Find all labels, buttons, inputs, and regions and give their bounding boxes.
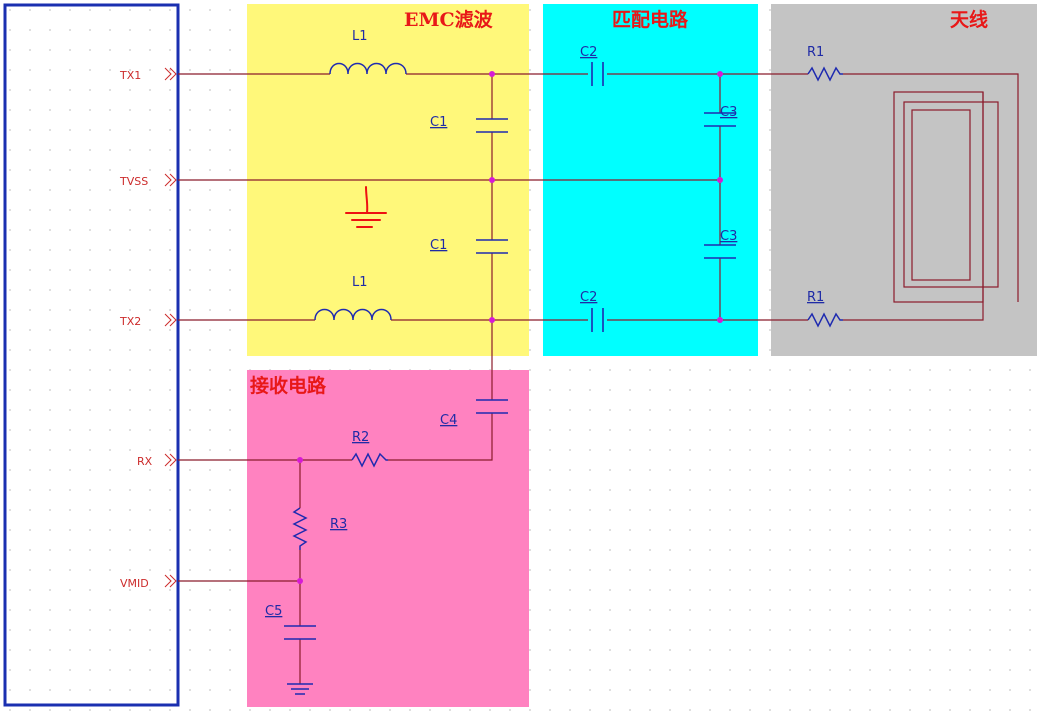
ref-r2: R2	[352, 430, 369, 445]
pin-arrow-tx2	[164, 313, 177, 327]
capacitor-c1-bottom	[476, 239, 508, 254]
inductor-l1-top	[329, 62, 407, 75]
pin-arrow-tvss	[164, 173, 177, 187]
ref-c1-top: C1	[430, 115, 447, 130]
antenna-loop-inner	[911, 109, 971, 281]
zone-title-antenna: 天线	[950, 8, 988, 31]
wire-c1-column	[388, 74, 493, 461]
ref-l1-bottom: L1	[352, 275, 368, 290]
inductor-l1-bottom	[314, 308, 392, 321]
ref-r3: R3	[330, 517, 347, 532]
ref-r1-top: R1	[807, 45, 824, 60]
resistors	[292, 66, 843, 550]
pin-arrow-rx	[164, 453, 177, 467]
antenna-coil	[893, 91, 999, 303]
capacitor-c4	[476, 399, 508, 414]
capacitors	[284, 62, 736, 640]
junction-dot	[489, 317, 495, 323]
resistor-r1-top	[807, 66, 843, 82]
pin-arrows	[164, 67, 177, 588]
pin-arrow-tx1	[164, 67, 177, 81]
junction-dot	[297, 457, 303, 463]
wire-tx1	[178, 73, 1019, 302]
pin-label-vmid: VMID	[120, 577, 149, 590]
capacitor-c1-top	[476, 118, 508, 133]
capacitor-c3-top	[704, 112, 736, 127]
ref-r1-bottom: R1	[807, 290, 824, 305]
ground-symbol	[287, 683, 313, 695]
pin-label-rx: RX	[137, 455, 153, 468]
capacitor-c5	[284, 625, 316, 640]
ref-c2-top: C2	[580, 45, 597, 60]
hand-drawn-ground-mark	[345, 186, 387, 228]
antenna-loop-outer	[893, 91, 984, 303]
zone-title-emc: EMC滤波	[404, 8, 494, 31]
junction-dot	[717, 71, 723, 77]
capacitor-c2-bottom	[591, 308, 604, 332]
resistor-r2	[351, 452, 388, 468]
nfc-chip-outline	[3, 3, 180, 707]
ref-c4: C4	[440, 413, 457, 428]
ref-c5: C5	[265, 604, 282, 619]
zone-receive-circuit	[247, 370, 529, 707]
pin-label-tx1: TX1	[119, 69, 141, 82]
junction-dot	[489, 71, 495, 77]
ref-c3-top: C3	[720, 105, 737, 120]
ref-c1-bottom: C1	[430, 238, 447, 253]
junction-dot	[297, 578, 303, 584]
capacitor-c2-top	[591, 62, 604, 86]
pin-label-tvss: TVSS	[119, 175, 148, 188]
resistor-r1-bottom	[807, 312, 843, 328]
pin-arrow-vmid	[164, 574, 177, 588]
junction-dot	[717, 177, 723, 183]
zone-title-matching: 匹配电路	[612, 8, 689, 31]
resistor-r3	[292, 507, 308, 550]
capacitor-c3-bottom	[704, 244, 736, 259]
antenna-loop-middle	[903, 101, 999, 288]
ref-l1-top: L1	[352, 29, 368, 44]
junction-dot	[489, 177, 495, 183]
ref-c2-bottom: C2	[580, 290, 597, 305]
junctions	[297, 71, 723, 584]
zone-title-receive: 接收电路	[250, 374, 327, 397]
ref-c3-bottom: C3	[720, 229, 737, 244]
junction-dot	[717, 317, 723, 323]
pin-label-tx2: TX2	[119, 315, 141, 328]
